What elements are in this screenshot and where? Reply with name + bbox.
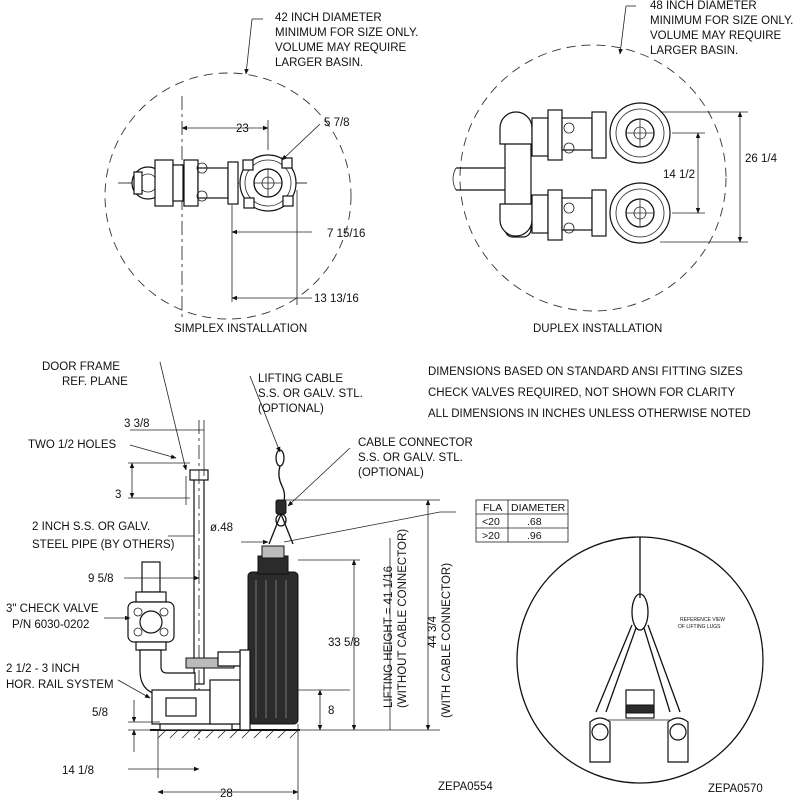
dim-33-5-8: 33 5/8 <box>328 637 360 649</box>
two-holes-label: TWO 1/2 HOLES <box>28 439 117 451</box>
elevation-discharge-piping <box>127 561 233 731</box>
simplex-dim-23: 23 <box>236 123 249 135</box>
table-cell-fla-2: >20 <box>482 530 500 542</box>
check-valve-label: 3" CHECK VALVE P/N 6030-0202 <box>6 603 102 631</box>
lifting-cable <box>268 449 294 545</box>
lifting-lugs-reference-view: REFERENCE VIEW OF LIFTING LUGS <box>516 536 764 784</box>
lifting-cable-label: LIFTING CABLE S.S. OR GALV. STL. (OPTION… <box>258 373 366 415</box>
rail-system-label: 2 1/2 - 3 INCH HOR. RAIL SYSTEM <box>6 663 114 691</box>
dim-5-8: 5/8 <box>92 707 108 719</box>
duplex-pump-upper <box>609 102 671 164</box>
dim-28: 28 <box>220 788 233 800</box>
table-cell-fla-1: <20 <box>482 516 500 528</box>
simplex-title: SIMPLEX INSTALLATION <box>174 323 307 335</box>
dim-0-48: ø.48 <box>210 522 233 534</box>
lifting-height-label: LIFTING HEIGHT = 41 1/16 (WITHOUT CABLE … <box>383 529 409 708</box>
door-frame-label: DOOR FRAME REF. PLANE <box>42 361 128 388</box>
duplex-installation: 26 1/4 14 1/2 48 INCH DIAMETER MINIMUM F… <box>452 0 797 335</box>
simplex-dim-13-13-16: 13 13/16 <box>314 293 359 305</box>
drawing-number-left: ZEPA0554 <box>438 781 493 793</box>
table-cell-dia-1: .68 <box>527 516 542 528</box>
general-notes: DIMENSIONS BASED ON STANDARD ANSI FITTIN… <box>428 366 751 420</box>
duplex-discharge-piping <box>499 109 607 241</box>
duplex-basin-outline <box>459 44 727 312</box>
simplex-discharge-piping <box>131 159 239 207</box>
dim-3-3-8: 3 3/8 <box>124 418 150 430</box>
table-header-diameter: DIAMETER <box>511 502 566 514</box>
duplex-basin-note: 48 INCH DIAMETER MINIMUM FOR SIZE ONLY. … <box>650 0 797 57</box>
duplex-dim-26-1-4: 26 1/4 <box>745 153 778 165</box>
dim-14-1-8: 14 1/8 <box>62 765 94 777</box>
simplex-basin-note: 42 INCH DIAMETER MINIMUM FOR SIZE ONLY. … <box>275 12 422 69</box>
pipe-label: 2 INCH S.S. OR GALV. STEEL PIPE (BY OTHE… <box>32 521 175 551</box>
table-header-fla: FLA <box>483 502 502 514</box>
duplex-title: DUPLEX INSTALLATION <box>533 323 662 335</box>
table-cell-dia-2: .96 <box>527 530 542 542</box>
reference-view-label: REFERENCE VIEW OF LIFTING LUGS <box>678 617 726 630</box>
fla-diameter-table: FLA DIAMETER <20 .68 >20 .96 <box>283 499 569 543</box>
dim-9-5-8: 9 5/8 <box>88 573 114 585</box>
duplex-pump-lower <box>609 182 671 244</box>
simplex-dim-7-15-16: 7 15/16 <box>327 228 365 240</box>
simplex-installation: 23 7 15/16 13 13/16 5 7/8 42 INCH DIAMET… <box>104 12 422 335</box>
elevation-view: DOOR FRAME REF. PLANE LIFTING CABLE S.S.… <box>6 361 476 800</box>
submersible-pump <box>185 545 299 731</box>
simplex-dim-5-7-8: 5 7/8 <box>324 117 350 129</box>
cable-connector-label: CABLE CONNECTOR S.S. OR GALV. STL. (OPTI… <box>358 437 476 479</box>
dim-8: 8 <box>328 705 334 717</box>
duplex-dim-14-1-2: 14 1/2 <box>663 169 695 181</box>
dim-3: 3 <box>115 489 121 501</box>
simplex-pump-top-view <box>239 154 297 212</box>
with-connector-label: 44 3/4 (WITH CABLE CONNECTOR) <box>427 563 453 718</box>
simplex-basin-outline <box>104 72 352 320</box>
drawing-number-right: ZEPA0570 <box>708 783 763 795</box>
